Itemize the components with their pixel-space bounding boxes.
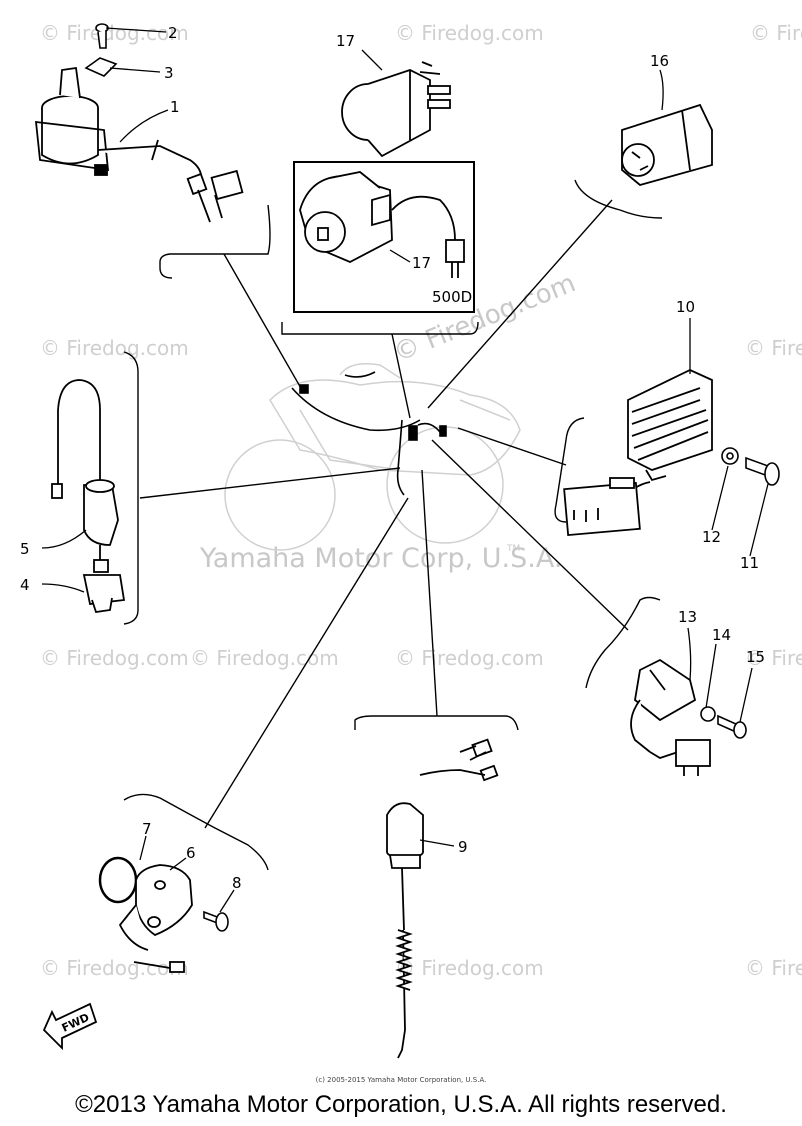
- leader-lines: [139, 199, 629, 829]
- sensor-part-4-5: [51, 379, 126, 613]
- callout-7: 7: [142, 820, 152, 838]
- watermark: © Firedog.com: [395, 956, 544, 980]
- pickup-part-13: [630, 658, 711, 776]
- washer-part-12: [721, 447, 739, 465]
- rectifier-part-10: [563, 369, 713, 537]
- clip-part-3: [84, 57, 118, 77]
- main-switch-part: [34, 66, 244, 223]
- callout-16: 16: [650, 52, 669, 70]
- callout-8: 8: [232, 874, 242, 892]
- small-copyright-notice: (c) 2005-2015 Yamaha Motor Corporation, …: [315, 1076, 487, 1084]
- variant-label: 500D: [432, 288, 472, 306]
- callout-5: 5: [20, 540, 30, 558]
- callout-9: 9: [458, 838, 468, 856]
- callout-13: 13: [678, 608, 697, 626]
- watermark: © Firedog.com: [40, 646, 189, 670]
- callout-17b: 17: [412, 254, 431, 272]
- center-watermark-tm: TM: [506, 544, 520, 554]
- watermark: © Firedog.com: [395, 646, 544, 670]
- screw-part-15: [717, 714, 747, 739]
- callout-11: 11: [740, 554, 759, 572]
- bracket-lines: [123, 179, 663, 871]
- motorcycle-silhouette: [224, 363, 521, 551]
- callout-6: 6: [186, 844, 196, 862]
- copyright-notice: ©2013 Yamaha Motor Corporation, U.S.A. A…: [75, 1091, 727, 1118]
- watermark: © Firedog.com: [750, 21, 802, 45]
- thermo-unit-part-9: [386, 738, 499, 1059]
- washer-part-14: [700, 706, 716, 722]
- fwd-arrow-icon: FWD: [42, 1002, 98, 1051]
- callout-17a: 17: [336, 32, 355, 50]
- center-watermark: Yamaha Motor Corp, U.S.A.: [199, 543, 562, 574]
- watermark: © Firedog.com: [745, 956, 802, 980]
- watermark: © Firedog.com: [40, 336, 189, 360]
- screw-part-8: [203, 910, 229, 932]
- center-wiring: [291, 371, 447, 496]
- variant-500d-box: 500D: [293, 161, 475, 313]
- watermark: © Firedog.com: [40, 21, 189, 45]
- watermark: © Firedog.com: [395, 21, 544, 45]
- flasher-part-16: [621, 103, 713, 186]
- callout-leaders: [41, 27, 769, 913]
- callout-1: 1: [170, 98, 180, 116]
- watermark: © Firedog.com: [745, 336, 802, 360]
- callout-4: 4: [20, 576, 30, 594]
- callout-numbers: 2 3 1 17 17 16 10 12 11 5 4 13 14 15 7 6…: [20, 24, 765, 892]
- callout-14: 14: [712, 626, 731, 644]
- relay-part-17: [341, 61, 451, 158]
- callout-3: 3: [164, 64, 174, 82]
- callout-10: 10: [676, 298, 695, 316]
- callout-12: 12: [702, 528, 721, 546]
- watermark: © Firedog.com: [40, 956, 189, 980]
- bolt-part-11: [745, 456, 780, 486]
- watermark: © Firedog.com: [190, 646, 339, 670]
- neutral-switch-part-6: [98, 856, 193, 973]
- callout-15: 15: [746, 648, 765, 666]
- watermark: © Firedog.com: [745, 646, 802, 670]
- callout-2: 2: [168, 24, 178, 42]
